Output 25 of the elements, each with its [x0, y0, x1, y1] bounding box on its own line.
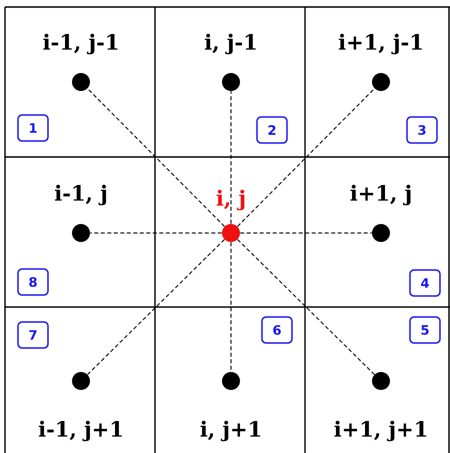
number-box: 3: [406, 116, 438, 144]
grid-label: i, j-1: [204, 34, 256, 54]
number-box: 6: [261, 316, 293, 344]
dashed-line: [86, 88, 225, 227]
dashed-line: [230, 242, 232, 372]
grid-label: i+1, j-1: [338, 34, 422, 54]
number-box: 1: [17, 114, 49, 142]
dashed-line: [237, 238, 375, 376]
grid-label: i, j+1: [200, 420, 260, 442]
number-box: 4: [409, 269, 441, 297]
number-box: 7: [17, 321, 49, 349]
dashed-line: [240, 232, 372, 234]
grid-label: i-1, j+1: [38, 420, 122, 442]
number-box: 8: [17, 268, 49, 296]
grid-label: i+1, j+1: [334, 420, 426, 442]
dashed-line: [230, 90, 232, 224]
grid-label: i+1, j: [350, 184, 410, 206]
grid-label: i-1, j-1: [43, 34, 118, 54]
dashed-line: [236, 88, 375, 227]
dashed-line: [90, 232, 222, 234]
number-box: 2: [256, 116, 288, 144]
grid-label: i-1, j: [54, 184, 106, 206]
grid-label: i, j: [216, 190, 244, 210]
number-box: 5: [409, 316, 441, 344]
dashed-line: [87, 238, 225, 376]
